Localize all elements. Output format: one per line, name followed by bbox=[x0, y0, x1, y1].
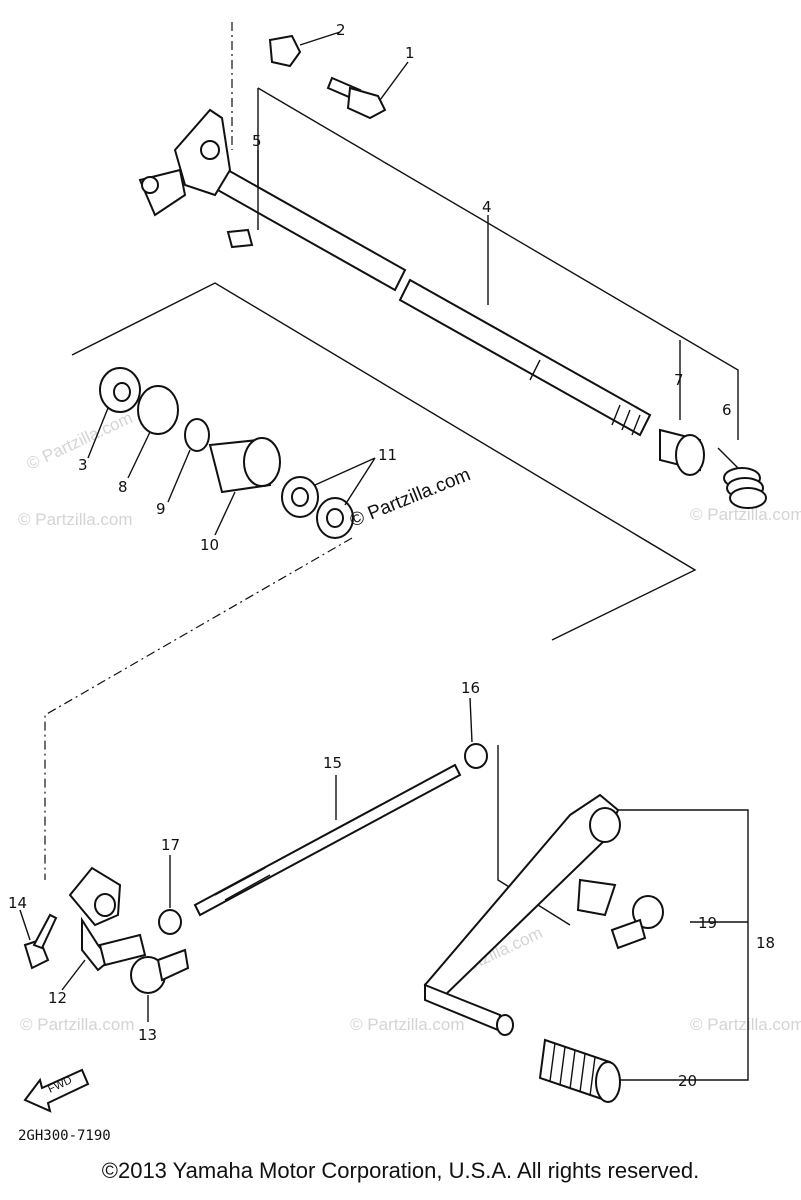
leader-line bbox=[379, 61, 409, 101]
part-14-bolt bbox=[23, 913, 58, 970]
leader-line bbox=[167, 449, 191, 503]
callout-18: 18 bbox=[756, 934, 775, 952]
callout-12: 12 bbox=[48, 989, 67, 1007]
callout-9: 9 bbox=[156, 500, 166, 518]
shaft-splines bbox=[611, 404, 641, 436]
callout-20: 20 bbox=[678, 1072, 697, 1090]
callout-11: 11 bbox=[378, 446, 397, 464]
part-13-rod-end bbox=[98, 933, 190, 994]
leader-line bbox=[299, 31, 341, 46]
part-3-washer bbox=[99, 367, 141, 413]
callout-16: 16 bbox=[461, 679, 480, 697]
shift-arm-pin bbox=[141, 176, 159, 194]
callout-19: 19 bbox=[698, 914, 717, 932]
callout-6: 6 bbox=[722, 401, 732, 419]
part-18-shift-pedal bbox=[423, 793, 621, 1036]
faint-watermark: © Partzilla.com bbox=[690, 505, 801, 524]
watermark: © Partzilla.com bbox=[347, 464, 474, 531]
part-17-nut bbox=[158, 909, 182, 935]
shift-pedal-assembly: 15 16 17 14 12 13 19 18 20 bbox=[8, 537, 775, 1103]
part-20-pedal-rubber bbox=[538, 1038, 621, 1103]
drawing-code: 2GH300-7190 bbox=[18, 1128, 111, 1144]
callout-13: 13 bbox=[138, 1026, 157, 1044]
shaft-groove bbox=[529, 359, 541, 381]
faint-watermark: © Partzilla.com bbox=[20, 1015, 135, 1034]
callout-4: 4 bbox=[482, 198, 492, 216]
leader-line bbox=[44, 537, 353, 880]
part-8-washer bbox=[137, 385, 179, 435]
part-9-circlip bbox=[184, 418, 210, 452]
copyright-notice: ©2013 Yamaha Motor Corporation, U.S.A. A… bbox=[101, 1158, 700, 1183]
callout-1: 1 bbox=[405, 44, 415, 62]
callout-8: 8 bbox=[118, 478, 128, 496]
callout-10: 10 bbox=[200, 536, 219, 554]
part-16-nut bbox=[464, 743, 488, 769]
shift-shaft-assembly: 2 1 5 4 7 6 3 8 9 10 11 © Partzilla.com bbox=[71, 21, 767, 641]
faint-watermark: © Partzilla.com bbox=[350, 1015, 465, 1034]
callout-15: 15 bbox=[323, 754, 342, 772]
callout-2: 2 bbox=[336, 21, 346, 39]
callout-14: 14 bbox=[8, 894, 27, 912]
part-11-oil-seals bbox=[281, 476, 354, 539]
shift-shaft-upper bbox=[198, 158, 407, 292]
leader-line bbox=[87, 407, 109, 459]
leader-line bbox=[127, 431, 151, 479]
leader-line bbox=[19, 909, 31, 941]
part-6-spring bbox=[717, 447, 767, 509]
leader-line bbox=[61, 959, 86, 991]
callout-7: 7 bbox=[674, 371, 684, 389]
leader-line bbox=[469, 697, 473, 743]
bracket-line bbox=[71, 282, 697, 641]
callout-5: 5 bbox=[252, 132, 262, 150]
shift-arm-hole bbox=[200, 140, 220, 160]
leader-line bbox=[314, 457, 376, 506]
bracket-line bbox=[257, 87, 739, 440]
part-15-shift-rod bbox=[193, 763, 462, 917]
bracket-line bbox=[497, 745, 571, 926]
faint-watermark: © Partzilla.com bbox=[690, 1015, 801, 1034]
shift-shaft-lower bbox=[398, 278, 652, 437]
callout-17: 17 bbox=[161, 836, 180, 854]
part-10-bushing bbox=[208, 437, 281, 494]
part-5-clip bbox=[226, 228, 254, 249]
part-7-collar bbox=[659, 428, 705, 476]
faint-watermark: © Partzilla.com bbox=[18, 510, 133, 529]
bracket-line bbox=[605, 809, 749, 1081]
part-1-bolt-head bbox=[346, 86, 387, 120]
part-2-nut bbox=[268, 34, 302, 68]
leader-line bbox=[214, 491, 236, 536]
part-19-rod-end bbox=[610, 895, 664, 950]
callout-3: 3 bbox=[78, 456, 88, 474]
fwd-arrow-icon: FWD bbox=[23, 1068, 90, 1113]
